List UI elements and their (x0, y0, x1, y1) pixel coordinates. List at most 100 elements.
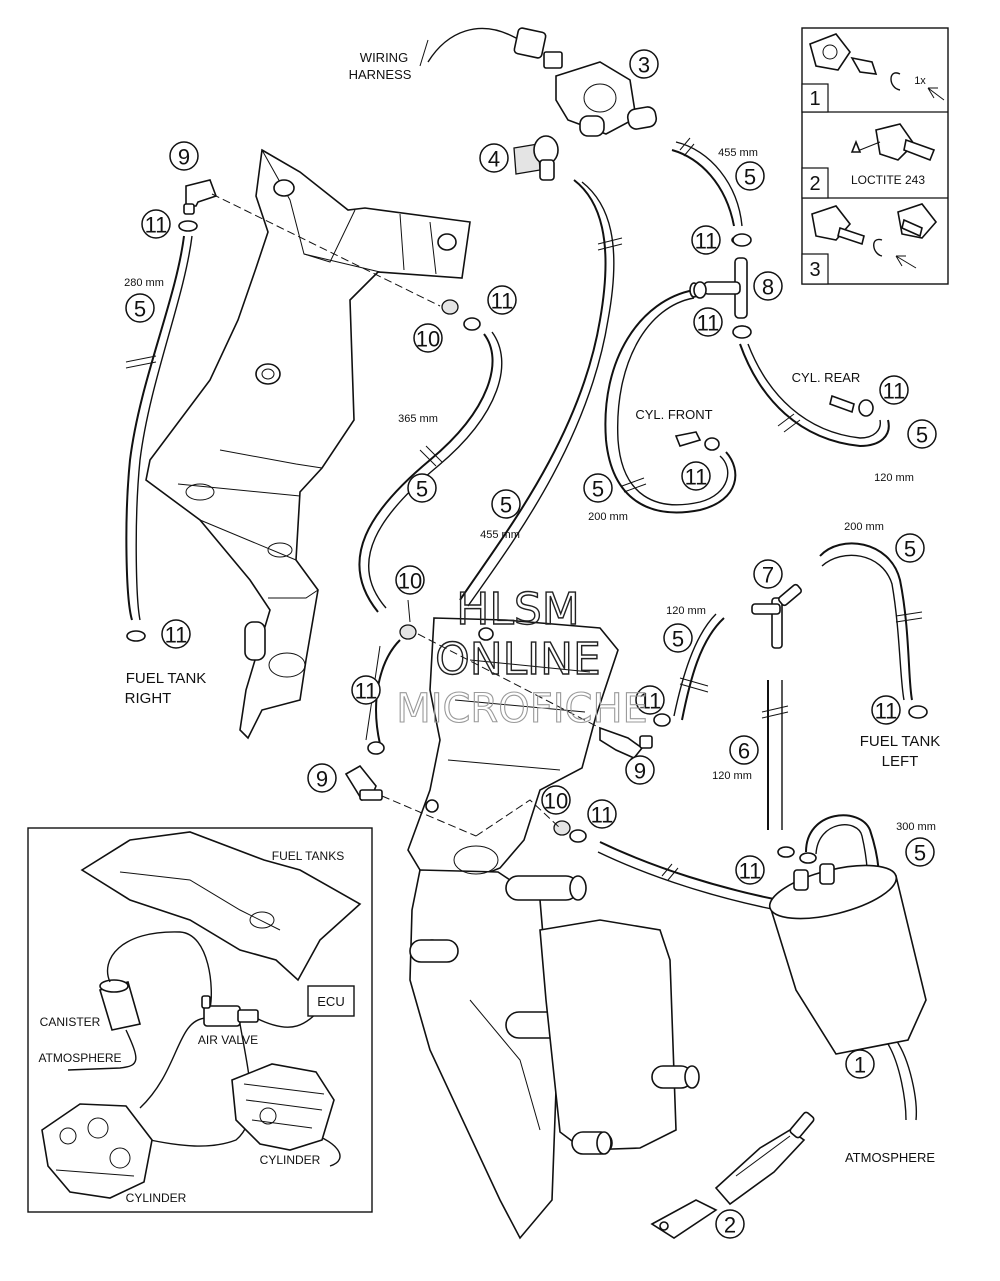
dim-280: 280 mm (124, 277, 164, 289)
watermark: HLSM ONLINE MICROFICHE (396, 583, 649, 732)
callout-5e: 5 (491, 489, 521, 519)
callout-3-number: 3 (638, 53, 650, 78)
callout-11c: 11 (693, 307, 723, 337)
dim-455-mid: 455 mm (480, 529, 520, 541)
callouts: 3 4 9 11 5 5 11 8 11 11 10 11 5 11 5 5 5… (125, 49, 937, 1239)
callout-11k: 11 (587, 799, 617, 829)
dim-120-hose6: 120 mm (712, 770, 752, 782)
fuel-tank-right-label-2: RIGHT (125, 690, 172, 707)
dim-120-rear: 120 mm (874, 472, 914, 484)
schematic-ecu-label: ECU (317, 994, 344, 1009)
fittings (183, 179, 855, 801)
step-2-note: LOCTITE 243 (851, 173, 925, 187)
schematic-fuel-tanks-label: FUEL TANKS (272, 849, 344, 863)
callout-11j-number: 11 (875, 699, 898, 724)
callout-11i: 11 (635, 685, 665, 715)
callout-11d: 11 (487, 285, 517, 315)
callout-10a: 10 (413, 323, 443, 353)
callout-11f-number: 11 (685, 465, 708, 490)
canister-part (768, 863, 927, 1055)
callout-11j: 11 (871, 695, 901, 725)
callout-5c-number: 5 (916, 423, 928, 448)
callout-5f: 5 (583, 473, 613, 503)
callout-5b: 5 (735, 161, 765, 191)
step-1-note: 1x (914, 75, 926, 87)
t-piece-7-part (751, 583, 802, 649)
callout-1-number: 1 (854, 1053, 866, 1078)
callout-5g-number: 5 (904, 537, 916, 562)
cyl-rear-label: CYL. REAR (792, 370, 861, 385)
callout-4: 4 (479, 143, 509, 173)
schematic-canister-label: CANISTER (40, 1015, 101, 1029)
callout-9a-number: 9 (178, 145, 190, 170)
callout-2-number: 2 (724, 1213, 736, 1238)
fuel-tank-left-label-1: FUEL TANK (860, 733, 941, 750)
wiring-harness-label-1: WIRING (360, 50, 408, 65)
leader-lines (211, 39, 601, 837)
callout-2: 2 (715, 1209, 745, 1239)
schematic-inset (27, 827, 373, 1213)
fuel-tank-left-label-2: LEFT (882, 753, 919, 770)
callout-5f-number: 5 (592, 477, 604, 502)
callout-6-number: 6 (738, 739, 750, 764)
callout-5h: 5 (663, 623, 693, 653)
callout-10b: 10 (395, 565, 425, 595)
callout-10c-number: 10 (544, 789, 568, 814)
callout-9b: 9 (625, 755, 655, 785)
callout-11a-number: 11 (145, 213, 168, 238)
callout-10c: 10 (541, 785, 571, 815)
callout-5b-number: 5 (744, 165, 756, 190)
watermark-line-1: HLSM (456, 584, 580, 635)
callout-8: 8 (753, 271, 783, 301)
install-step-text: 1 1x 2 LOCTITE 243 3 (809, 75, 926, 281)
clamps (126, 220, 928, 864)
dim-365: 365 mm (398, 413, 438, 425)
step-1-number: 1 (809, 88, 820, 110)
cyl-front-label: CYL. FRONT (635, 407, 712, 422)
schematic-air-valve-label: AIR VALVE (198, 1033, 258, 1047)
callout-5d: 5 (407, 473, 437, 503)
callout-11i-number: 11 (639, 689, 662, 714)
filter-part (650, 1111, 815, 1239)
callout-7-number: 7 (762, 563, 774, 588)
callout-11b: 11 (691, 225, 721, 255)
callout-5e-number: 5 (500, 493, 512, 518)
callout-11g: 11 (161, 619, 191, 649)
callout-11d-number: 11 (491, 289, 514, 314)
callout-7: 7 (753, 559, 783, 589)
callout-6: 6 (729, 735, 759, 765)
wiring-harness-label-2: HARNESS (349, 67, 412, 82)
callout-5h-number: 5 (672, 627, 684, 652)
callout-11e: 11 (879, 375, 909, 405)
step-3-number: 3 (809, 259, 820, 281)
step-2-number: 2 (809, 173, 820, 195)
callout-1: 1 (845, 1049, 875, 1079)
callout-11k-number: 11 (591, 803, 614, 828)
schematic-cylinder-right-label: CYLINDER (260, 1153, 321, 1167)
callout-8-number: 8 (762, 275, 774, 300)
callout-9a: 9 (169, 141, 199, 171)
schematic-atmosphere-label: ATMOSPHERE (38, 1051, 121, 1065)
callout-11e-number: 11 (883, 379, 906, 404)
dim-120-mid: 120 mm (666, 605, 706, 617)
callout-10b-number: 10 (398, 569, 422, 594)
air-valve-part (427, 27, 658, 137)
callout-11h: 11 (351, 675, 381, 705)
atmosphere-label: ATMOSPHERE (845, 1150, 935, 1165)
callout-11l: 11 (735, 855, 765, 885)
callout-5i: 5 (905, 837, 935, 867)
fuel-tank-right-shape (145, 148, 471, 740)
callout-5a: 5 (125, 293, 155, 323)
bracket-part (513, 135, 559, 181)
callout-5a-number: 5 (134, 297, 146, 322)
callout-9c: 9 (307, 763, 337, 793)
fuel-tank-right-label-1: FUEL TANK (126, 670, 207, 687)
schematic-cylinder-left-label: CYLINDER (126, 1191, 187, 1205)
callout-9b-number: 9 (634, 759, 646, 784)
fuel-tank-left-shape (407, 617, 700, 1240)
install-steps-panel (801, 27, 949, 285)
callout-3: 3 (629, 49, 659, 79)
callout-11b-number: 11 (695, 229, 718, 254)
callout-9c-number: 9 (316, 767, 328, 792)
dim-455-top: 455 mm (718, 147, 758, 159)
